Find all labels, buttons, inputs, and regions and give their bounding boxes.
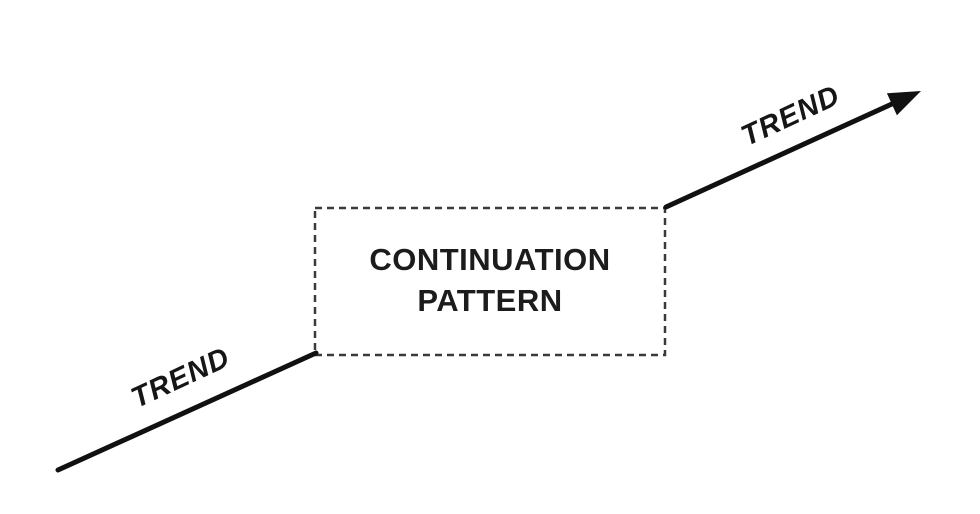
- lower-trend-line: [55, 350, 319, 473]
- continuation-pattern-box: [313, 206, 667, 357]
- arrow-head-icon: [886, 91, 921, 116]
- pattern-box-label: CONTINUATION PATTERN: [315, 206, 665, 353]
- upper-trend-line: [663, 100, 897, 210]
- pattern-box-label-line1: CONTINUATION: [369, 241, 611, 277]
- pattern-box-label-line2: PATTERN: [417, 282, 563, 318]
